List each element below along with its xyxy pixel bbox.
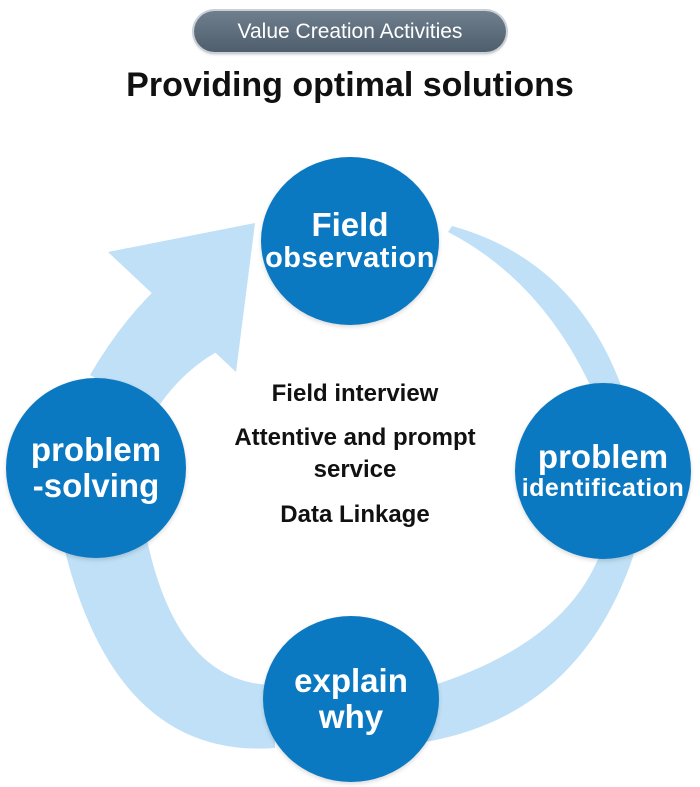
section-badge: Value Creation Activities	[194, 11, 506, 52]
activity-item: Data Linkage	[280, 500, 430, 528]
node-label: identification	[521, 474, 685, 503]
activity-item: Attentive and prompt service	[234, 424, 476, 484]
node-label: why	[318, 698, 384, 735]
node-label: Field	[311, 205, 389, 243]
node-problem-solving: problem -solving	[6, 378, 186, 558]
node-field-observation: Field observation	[261, 157, 439, 325]
node-label: problem	[30, 430, 162, 468]
center-activities: Field interview Attentive and prompt ser…	[220, 380, 490, 529]
arc-bottom-right	[425, 554, 634, 742]
activity-item: Field interview	[271, 380, 439, 407]
node-label: problem	[537, 438, 669, 476]
node-explain-why: explain why	[263, 616, 439, 782]
node-label: -solving	[32, 467, 160, 504]
node-problem-identification: problem identification	[515, 383, 691, 559]
arc-top-right	[448, 226, 622, 398]
node-label: observation	[265, 242, 435, 275]
node-label: explain	[294, 661, 408, 699]
arrow-head	[108, 223, 255, 372]
page-title: Providing optimal solutions	[126, 66, 574, 104]
arc-bottom-left	[60, 530, 275, 749]
